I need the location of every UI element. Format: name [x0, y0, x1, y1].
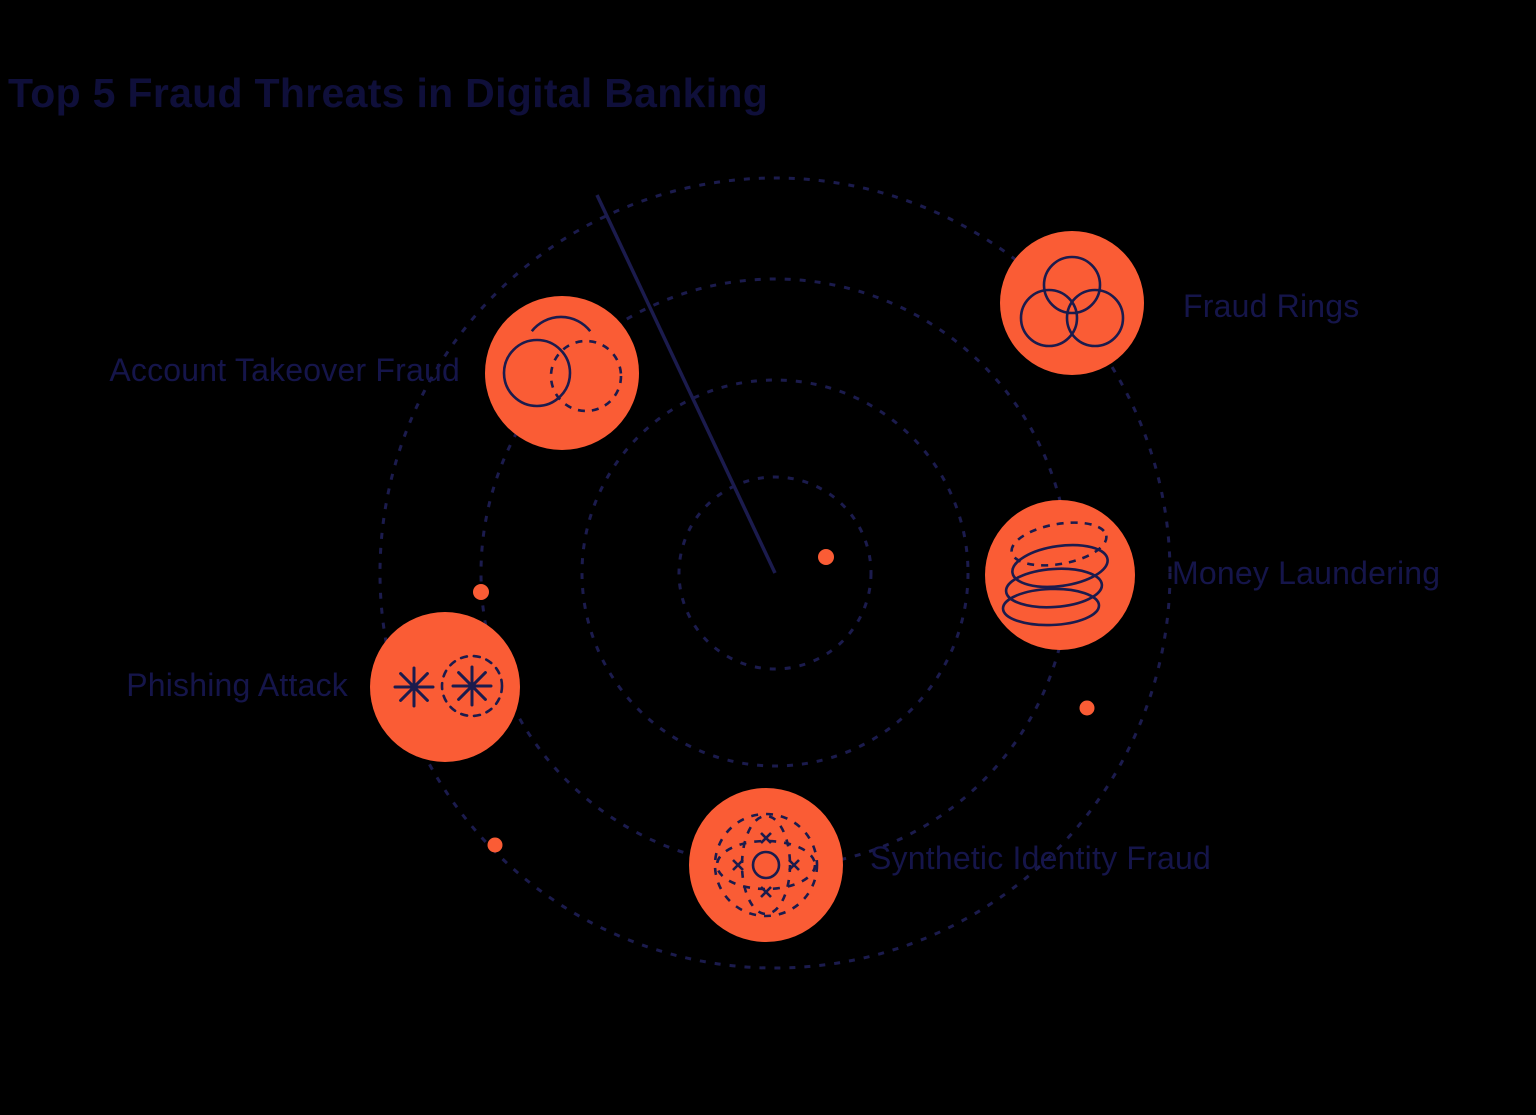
page-title: Top 5 Fraud Threats in Digital Banking	[8, 70, 769, 116]
threat-node-account-takeover-fraud	[485, 296, 639, 450]
label-synthetic-identity-fraud: Synthetic Identity Fraud	[870, 840, 1211, 876]
radar-ring-1	[677, 475, 873, 671]
threat-node-synthetic-identity-fraud	[689, 788, 843, 942]
threat-node-money-laundering	[985, 500, 1135, 650]
radar-blip	[818, 549, 834, 565]
node-bubble	[370, 612, 520, 762]
account-takeover-icon	[502, 315, 623, 413]
radar-ring-2	[580, 378, 970, 768]
radar-ring-4	[378, 176, 1172, 970]
node-bubble	[689, 788, 843, 942]
threat-node-fraud-rings	[1000, 231, 1144, 375]
fraud-rings-icon	[1019, 255, 1125, 348]
radar-blip	[473, 584, 489, 600]
label-phishing-attack: Phishing Attack	[126, 667, 348, 703]
radar-blip	[487, 837, 503, 853]
radar-sweep-line	[595, 194, 777, 574]
synthetic-identity-icon	[713, 812, 819, 918]
node-bubble	[485, 296, 639, 450]
label-money-laundering: Money Laundering	[1172, 555, 1441, 591]
money-laundering-icon	[1001, 521, 1109, 627]
label-account-takeover-fraud: Account Takeover Fraud	[109, 352, 460, 388]
radar-blip	[1079, 700, 1095, 716]
label-fraud-rings: Fraud Rings	[1183, 288, 1360, 324]
phishing-attack-icon	[393, 654, 504, 718]
threat-node-phishing-attack	[370, 612, 520, 762]
radar-blips	[473, 549, 1095, 853]
